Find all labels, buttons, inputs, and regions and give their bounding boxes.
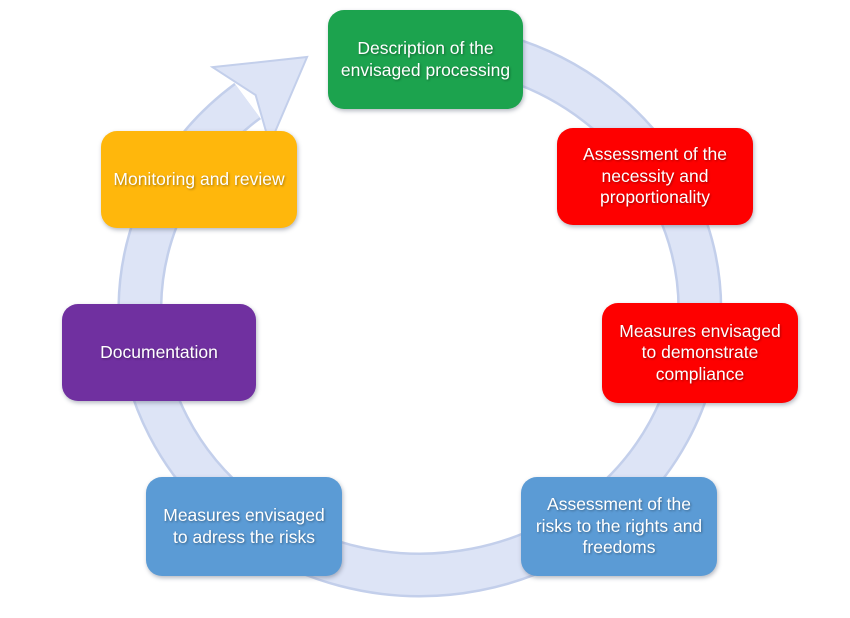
step-description-of-processing: Description of the envisaged processing xyxy=(328,10,523,109)
step-label: Measures envisaged to adress the risks xyxy=(163,505,325,547)
step-label: Measures envisaged to demonstrate compli… xyxy=(619,320,781,384)
step-risks-rights-freedoms: Assessment of the risks to the rights an… xyxy=(521,477,717,576)
step-monitoring-review: Monitoring and review xyxy=(101,131,297,228)
step-measures-address-risks: Measures envisaged to adress the risks xyxy=(146,477,342,576)
step-necessity-proportionality: Assessment of the necessity and proporti… xyxy=(557,128,753,225)
step-label: Documentation xyxy=(100,341,218,362)
step-label: Assessment of the risks to the rights an… xyxy=(535,494,703,558)
step-label: Assessment of the necessity and proporti… xyxy=(583,144,727,208)
step-label: Description of the envisaged processing xyxy=(340,38,511,80)
step-documentation: Documentation xyxy=(62,304,256,401)
step-label: Monitoring and review xyxy=(113,168,285,189)
step-measures-demonstrate-compliance: Measures envisaged to demonstrate compli… xyxy=(602,303,798,403)
